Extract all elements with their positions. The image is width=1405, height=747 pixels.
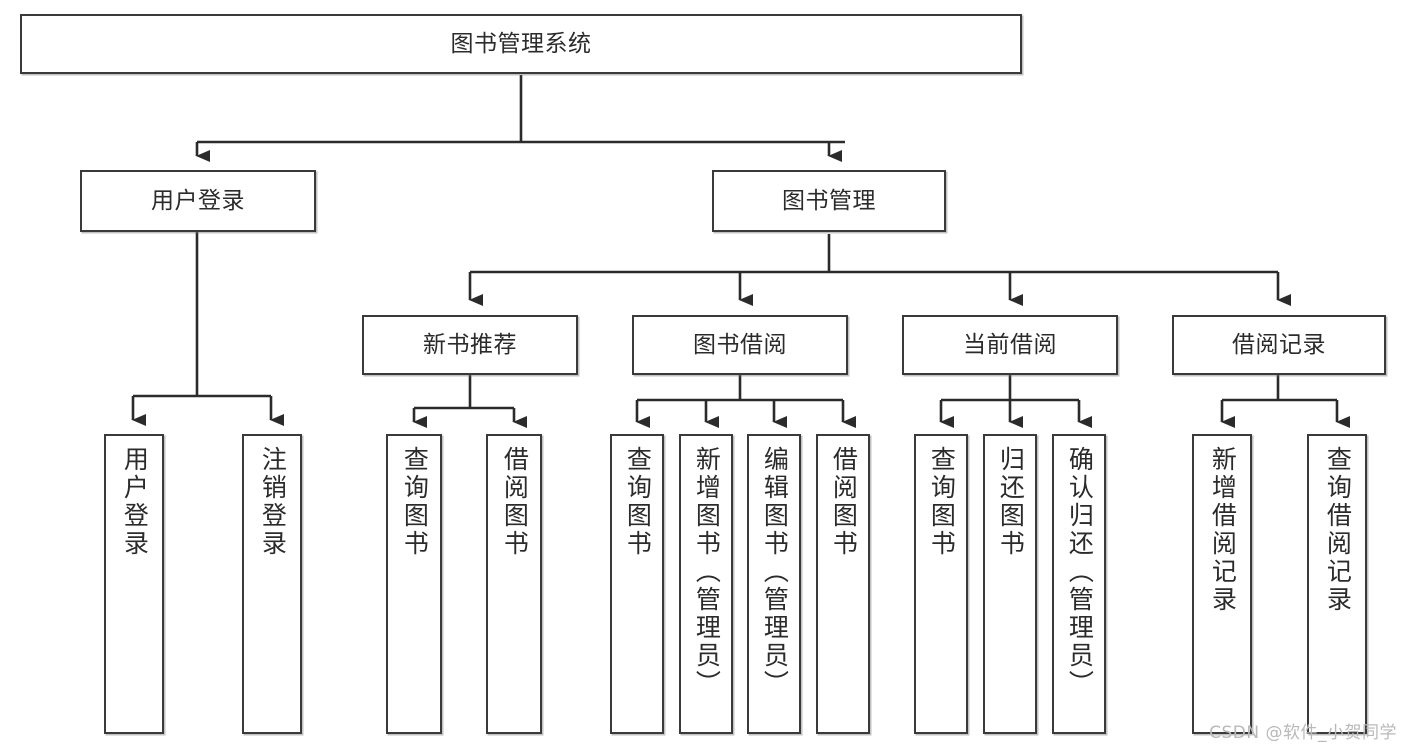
node-leaf-borrow-book-2-label: 借阅图书 (829, 446, 859, 558)
node-leaf-confirm-return-label: 确认归还（管理员） (1065, 446, 1095, 698)
node-user-login[interactable]: 用户登录 (80, 170, 316, 232)
node-user-login-label: 用户登录 (151, 187, 245, 214)
node-leaf-user-login[interactable]: 用户登录 (104, 434, 164, 734)
node-leaf-confirm-return[interactable]: 确认归还（管理员） (1052, 434, 1106, 734)
csdn-watermark: CSDN @软件_小贺同学 (1209, 723, 1397, 743)
node-leaf-query-book-3-label: 查询图书 (927, 446, 957, 558)
node-book-manage-label: 图书管理 (782, 187, 876, 214)
node-borrow-record[interactable]: 借阅记录 (1172, 315, 1386, 375)
node-current-borrow[interactable]: 当前借阅 (902, 315, 1118, 375)
node-leaf-borrow-book-2[interactable]: 借阅图书 (816, 434, 870, 734)
node-leaf-query-record-label: 查询借阅记录 (1323, 446, 1353, 614)
node-leaf-logout-label: 注销登录 (258, 446, 288, 558)
node-leaf-edit-book[interactable]: 编辑图书（管理员） (747, 434, 801, 734)
node-leaf-edit-book-label: 编辑图书（管理员） (760, 446, 790, 698)
node-leaf-add-book[interactable]: 新增图书（管理员） (679, 434, 733, 734)
node-leaf-query-book-1[interactable]: 查询图书 (386, 434, 442, 734)
node-leaf-query-book-2[interactable]: 查询图书 (610, 434, 664, 734)
node-new-book-rec-label: 新书推荐 (423, 331, 517, 358)
node-leaf-add-book-label: 新增图书（管理员） (692, 446, 722, 698)
node-leaf-return-book-label: 归还图书 (996, 446, 1026, 558)
node-leaf-query-book-3[interactable]: 查询图书 (914, 434, 968, 734)
node-borrow-record-label: 借阅记录 (1232, 331, 1326, 358)
node-root-label: 图书管理系统 (450, 30, 592, 57)
node-leaf-logout[interactable]: 注销登录 (242, 434, 302, 734)
node-leaf-query-book-1-label: 查询图书 (400, 446, 430, 558)
node-leaf-query-book-2-label: 查询图书 (623, 446, 653, 558)
node-leaf-borrow-book-1-label: 借阅图书 (500, 446, 530, 558)
node-leaf-borrow-book-1[interactable]: 借阅图书 (486, 434, 542, 734)
node-new-book-rec[interactable]: 新书推荐 (362, 315, 578, 375)
node-leaf-user-login-label: 用户登录 (120, 446, 150, 558)
node-book-manage[interactable]: 图书管理 (712, 170, 946, 232)
node-leaf-add-record-label: 新增借阅记录 (1208, 446, 1238, 614)
node-current-borrow-label: 当前借阅 (963, 331, 1057, 358)
node-root[interactable]: 图书管理系统 (20, 14, 1022, 74)
node-leaf-return-book[interactable]: 归还图书 (983, 434, 1037, 734)
node-leaf-query-record[interactable]: 查询借阅记录 (1307, 434, 1367, 734)
node-book-borrow[interactable]: 图书借阅 (632, 315, 848, 375)
node-book-borrow-label: 图书借阅 (693, 331, 787, 358)
node-leaf-add-record[interactable]: 新增借阅记录 (1192, 434, 1252, 734)
